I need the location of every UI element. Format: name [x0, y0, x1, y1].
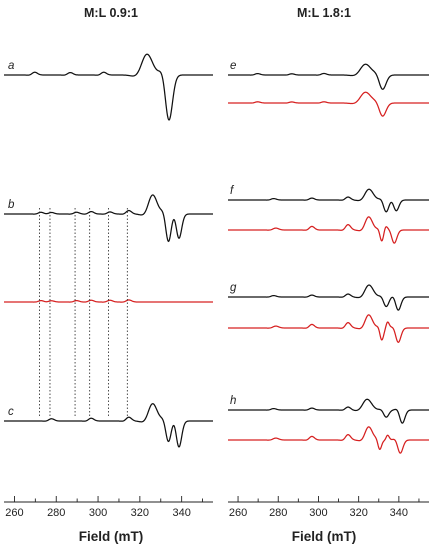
simulated-trace-g: [227, 314, 430, 343]
trace-label-e: e: [230, 60, 236, 72]
x-axis-label: Field (mT): [79, 529, 144, 544]
trace-label-f: f: [230, 185, 235, 197]
x-tick-label: 260: [5, 507, 23, 519]
simulated-trace-h: [227, 426, 430, 454]
panel-title: M:L 1.8:1: [297, 6, 351, 20]
trace-label-b: b: [8, 199, 15, 211]
x-tick-label: 300: [89, 507, 107, 519]
experimental-trace-b: [3, 194, 214, 243]
simulated-trace-f: [227, 216, 430, 244]
x-tick-label: 320: [131, 507, 149, 519]
trace-label-g: g: [230, 282, 237, 294]
trace-label-d: d: [8, 0, 15, 3]
trace-label-a: a: [8, 60, 14, 72]
x-tick-label: 340: [172, 507, 190, 519]
x-tick-label: 320: [349, 507, 367, 519]
experimental-trace-g: [227, 284, 430, 311]
experimental-trace-a: [3, 53, 214, 121]
experimental-trace-e: [227, 63, 430, 90]
x-tick-label: 280: [47, 507, 65, 519]
x-tick-label: 340: [390, 507, 408, 519]
x-tick-label: 260: [229, 507, 247, 519]
x-tick-label: 300: [309, 507, 327, 519]
x-tick-label: 280: [269, 507, 287, 519]
trace-label-h: h: [230, 395, 236, 407]
trace-label-c: c: [8, 406, 14, 418]
experimental-trace-c: [3, 403, 214, 448]
x-axis-label: Field (mT): [292, 529, 357, 544]
experimental-trace-h: [227, 398, 430, 424]
simulated-trace-e: [227, 91, 430, 117]
experimental-trace-f: [227, 188, 430, 213]
panel-title: M:L 0.9:1: [84, 6, 138, 20]
simulated-trace-b: [3, 299, 214, 303]
